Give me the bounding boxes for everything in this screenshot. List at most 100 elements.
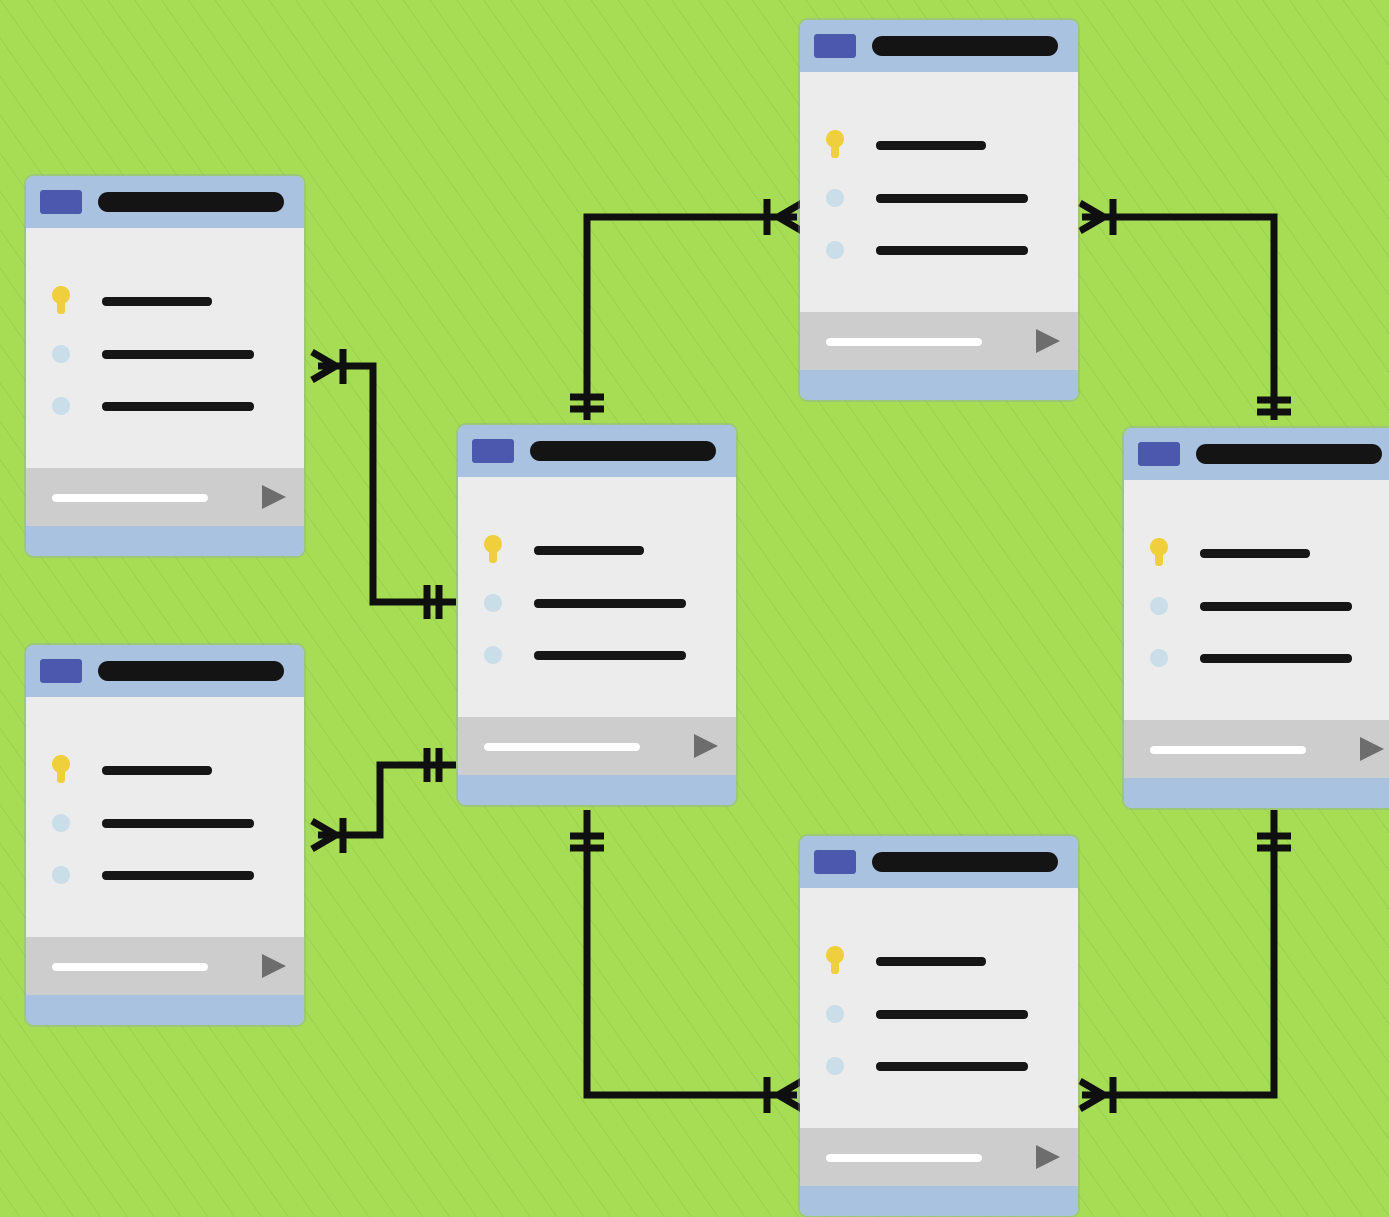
one-and-only-one-marker (1257, 832, 1291, 852)
table-left-top[interactable] (26, 176, 304, 556)
field-row (26, 755, 304, 785)
table-right[interactable] (1124, 428, 1389, 808)
table-icon (1138, 442, 1180, 466)
crows-foot-marker (763, 1077, 804, 1113)
table-header (800, 20, 1078, 72)
table-header (800, 836, 1078, 888)
table-fields (800, 888, 1078, 1128)
table-footer (26, 937, 304, 995)
field-name-placeholder (876, 1010, 1028, 1019)
field-icon (822, 999, 848, 1029)
table-footer (26, 468, 304, 526)
field-row (800, 946, 1078, 976)
play-icon[interactable] (1360, 737, 1384, 761)
footer-bar (52, 963, 208, 971)
crows-foot-marker (310, 348, 347, 384)
field-name-placeholder (876, 246, 1028, 255)
table-fields (26, 697, 304, 937)
crows-foot-marker (763, 199, 804, 235)
field-name-placeholder (876, 141, 986, 150)
field-name-placeholder (102, 766, 212, 775)
footer-bar (484, 743, 640, 751)
one-and-only-one-marker (423, 585, 443, 619)
table-icon (814, 34, 856, 58)
table-fields (1124, 480, 1389, 720)
one-and-only-one-marker (570, 832, 604, 852)
play-icon[interactable] (694, 734, 718, 758)
field-row (458, 535, 736, 565)
play-icon[interactable] (1036, 329, 1060, 353)
field-row (26, 391, 304, 421)
footer-bar (826, 1154, 982, 1162)
table-footer (800, 312, 1078, 370)
connector-right-to-bottom (1082, 810, 1278, 1099)
table-title-placeholder (872, 36, 1058, 56)
table-icon (40, 190, 82, 214)
table-bottom[interactable] (800, 836, 1078, 1216)
key-icon (48, 286, 74, 316)
connector-center-to-top-right (583, 213, 797, 420)
table-footer (1124, 720, 1389, 778)
field-icon (48, 391, 74, 421)
table-fields (800, 72, 1078, 312)
one-and-only-one-marker (1257, 396, 1291, 416)
field-name-placeholder (102, 350, 254, 359)
table-left-bottom[interactable] (26, 645, 304, 1025)
key-icon (822, 130, 848, 160)
table-header (1124, 428, 1389, 480)
footer-bar (826, 338, 982, 346)
field-row (800, 235, 1078, 265)
table-fields (26, 228, 304, 468)
connector-left-bottom-to-center (318, 761, 456, 839)
play-icon[interactable] (262, 954, 286, 978)
table-top-right[interactable] (800, 20, 1078, 400)
field-row (800, 999, 1078, 1029)
field-row (26, 339, 304, 369)
play-icon[interactable] (262, 485, 286, 509)
field-icon (822, 235, 848, 265)
table-icon (40, 659, 82, 683)
field-name-placeholder (102, 819, 254, 828)
field-icon (48, 808, 74, 838)
table-title-placeholder (530, 441, 716, 461)
field-icon (822, 1051, 848, 1081)
table-title-placeholder (98, 192, 284, 212)
footer-bar (52, 494, 208, 502)
field-name-placeholder (534, 599, 686, 608)
field-icon (480, 588, 506, 618)
field-name-placeholder (1200, 654, 1352, 663)
table-title-placeholder (1196, 444, 1382, 464)
table-fields (458, 477, 736, 717)
field-name-placeholder (102, 402, 254, 411)
connector-center-to-bottom (583, 810, 797, 1099)
field-name-placeholder (1200, 602, 1352, 611)
play-icon[interactable] (1036, 1145, 1060, 1169)
field-name-placeholder (876, 957, 986, 966)
field-row (26, 860, 304, 890)
footer-bar (1150, 746, 1306, 754)
table-footer (800, 1128, 1078, 1186)
table-header (26, 176, 304, 228)
field-row (1124, 538, 1389, 568)
field-name-placeholder (534, 651, 686, 660)
field-icon (822, 183, 848, 213)
relationship-markers (310, 199, 1291, 1113)
one-and-only-one-marker (570, 393, 604, 413)
field-icon (48, 339, 74, 369)
field-row (800, 1051, 1078, 1081)
crows-foot-marker (310, 817, 347, 853)
field-name-placeholder (534, 546, 644, 555)
table-title-placeholder (98, 661, 284, 681)
field-icon (1146, 643, 1172, 673)
field-name-placeholder (1200, 549, 1310, 558)
field-icon (1146, 591, 1172, 621)
field-name-placeholder (102, 297, 212, 306)
table-center[interactable] (458, 425, 736, 805)
field-icon (48, 860, 74, 890)
table-header (26, 645, 304, 697)
key-icon (48, 755, 74, 785)
table-footer (458, 717, 736, 775)
field-name-placeholder (876, 194, 1028, 203)
field-row (1124, 591, 1389, 621)
table-title-placeholder (872, 852, 1058, 872)
